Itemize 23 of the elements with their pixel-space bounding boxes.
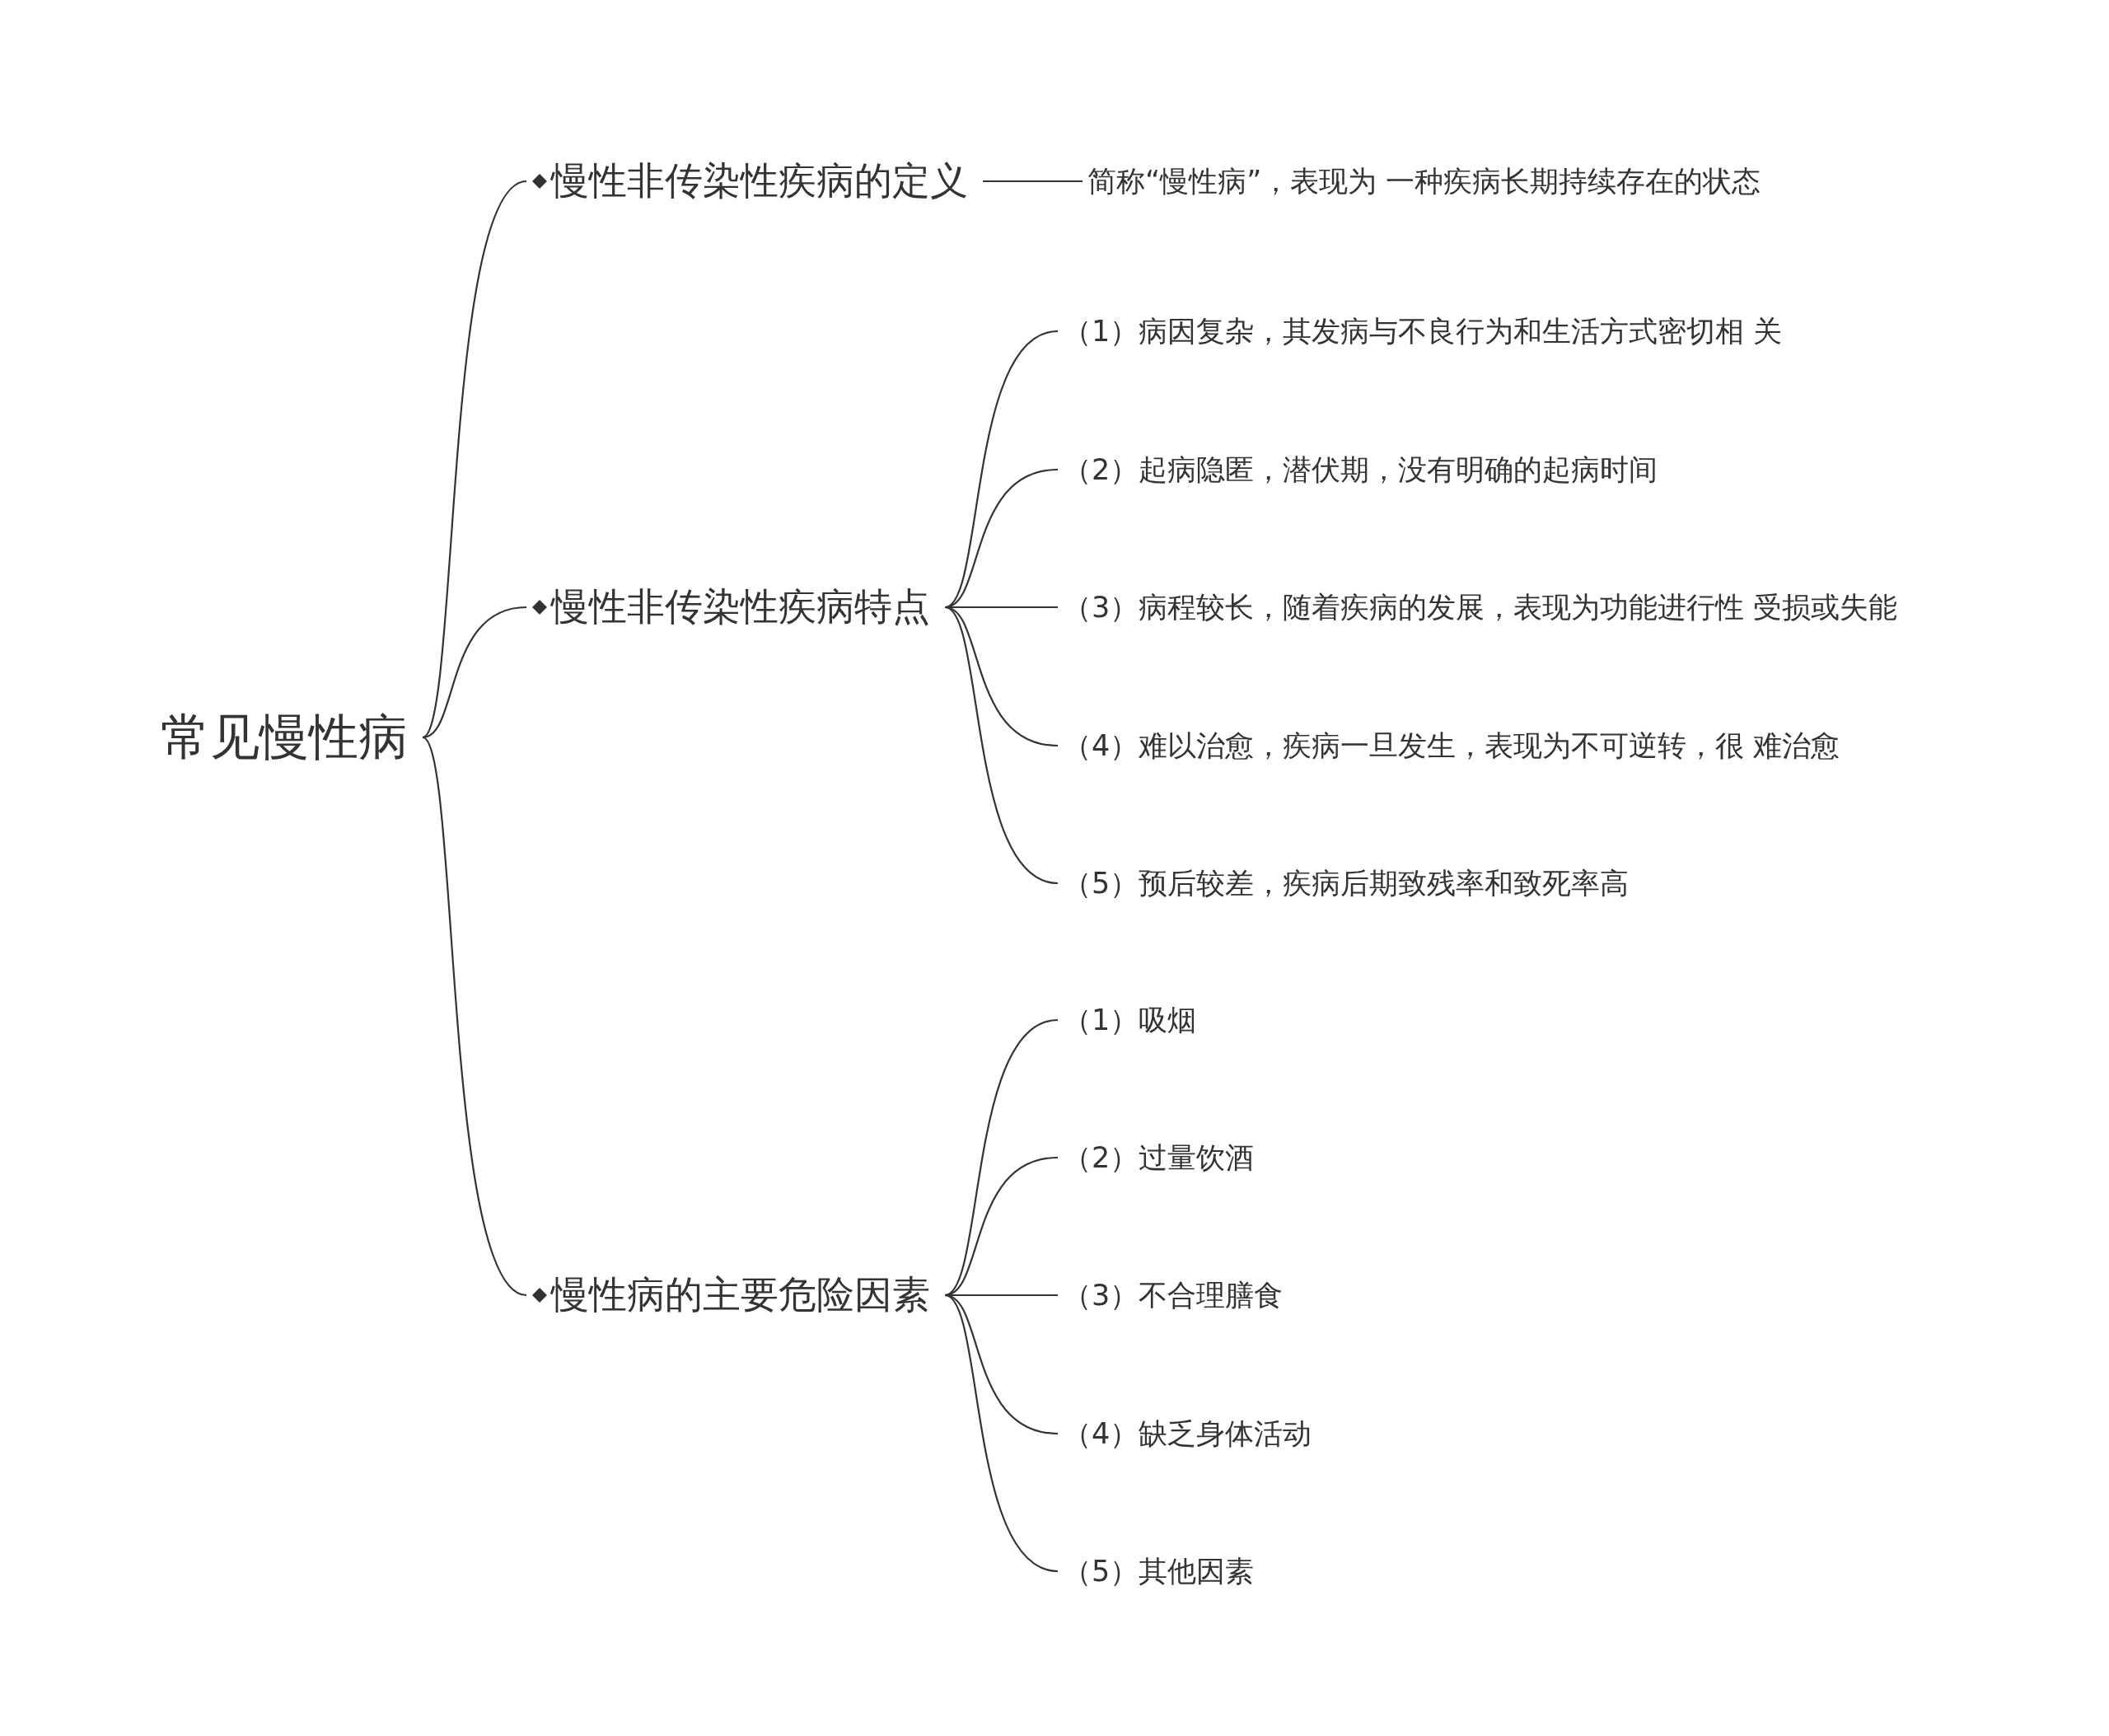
branch-topic: 慢性非传染性疾病特点	[551, 583, 930, 630]
subtopic-text: （1）病因复杂，其发病与不良行为和生活方式密切相 关	[1063, 313, 1783, 349]
connector-line	[944, 1294, 1059, 1573]
subtopic-text: （1）吸烟	[1063, 1002, 1197, 1038]
connector-line	[944, 1018, 1059, 1296]
subtopic-text: （5）其他因素	[1063, 1553, 1255, 1589]
subtopic-text: 简称“慢性病”，表现为 一种疾病长期持续存在的状态	[1087, 163, 1761, 199]
branch-topic: 慢性病的主要危险因素	[551, 1271, 930, 1318]
branch-topic: 慢性非传染性疾病的定义	[551, 157, 968, 204]
connector-line	[422, 737, 527, 1296]
subtopic-text: （4）难以治愈，疾病一旦发生，表现为不可逆转，很 难治愈	[1063, 728, 1840, 764]
subtopic-text: （4）缺乏身体活动	[1063, 1415, 1312, 1452]
connector-line	[944, 606, 1059, 885]
subtopic-text: （3）病程较长，随着疾病的发展，表现为功能进行性 受损或失能	[1063, 589, 1898, 625]
central-topic: 常见慢性病	[161, 706, 408, 767]
connector-line	[422, 180, 527, 738]
subtopic-text: （3）不合理膳食	[1063, 1277, 1284, 1313]
subtopic-text: （2）过量饮酒	[1063, 1139, 1255, 1176]
connector-line	[983, 180, 1083, 183]
subtopic-text: （5）预后较差，疾病后期致残率和致死率高	[1063, 865, 1630, 901]
connector-line	[944, 330, 1059, 608]
subtopic-text: （2）起病隐匿，潜伏期，没有明确的起病时间	[1063, 452, 1658, 488]
connector-line	[422, 606, 527, 739]
